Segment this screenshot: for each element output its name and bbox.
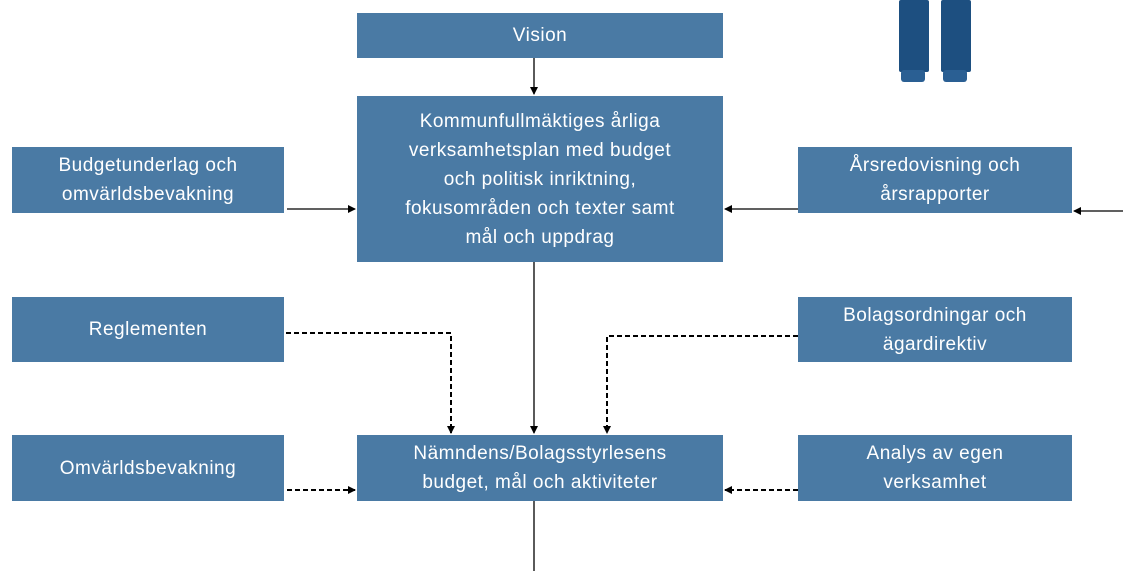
own-analysis-box: Analys av egen verksamhet: [798, 435, 1072, 501]
committee-budget-box: Nämndens/Bolagsstyrlesens budget, mål oc…: [357, 435, 723, 501]
own-analysis-label: Analys av egen verksamhet: [866, 443, 1004, 493]
central-plan-label: Kommunfullmäktiges årliga verksamhetspla…: [405, 110, 675, 248]
environment-watch-label: Omvärldsbevakning: [59, 457, 237, 479]
budget-input-label: Budgetunderlag och omvärldsbevakning: [58, 155, 238, 205]
annual-reports-label: Årsredovisning och årsrapporter: [849, 155, 1021, 205]
dashed-regulations-to-committee: [286, 332, 455, 434]
company-orders-label: Bolagsordningar och ägardirektiv: [843, 304, 1027, 355]
dashed-orders-to-committee: [603, 335, 798, 434]
budget-input-box: Budgetunderlag och omvärldsbevakning: [12, 147, 284, 213]
vision-box: Vision: [357, 13, 723, 58]
annual-reports-box: Årsredovisning och årsrapporter: [798, 147, 1072, 213]
regulations-box: Reglementen: [12, 297, 284, 362]
environment-watch-box: Omvärldsbevakning: [12, 435, 284, 501]
central-plan-box: Kommunfullmäktiges årliga verksamhetspla…: [357, 96, 723, 262]
person-figure-icon: [899, 0, 971, 82]
company-orders-box: Bolagsordningar och ägardirektiv: [798, 297, 1072, 362]
regulations-label: Reglementen: [88, 319, 208, 340]
vision-label: Vision: [512, 25, 568, 46]
committee-budget-label: Nämndens/Bolagsstyrlesens budget, mål oc…: [413, 443, 667, 493]
